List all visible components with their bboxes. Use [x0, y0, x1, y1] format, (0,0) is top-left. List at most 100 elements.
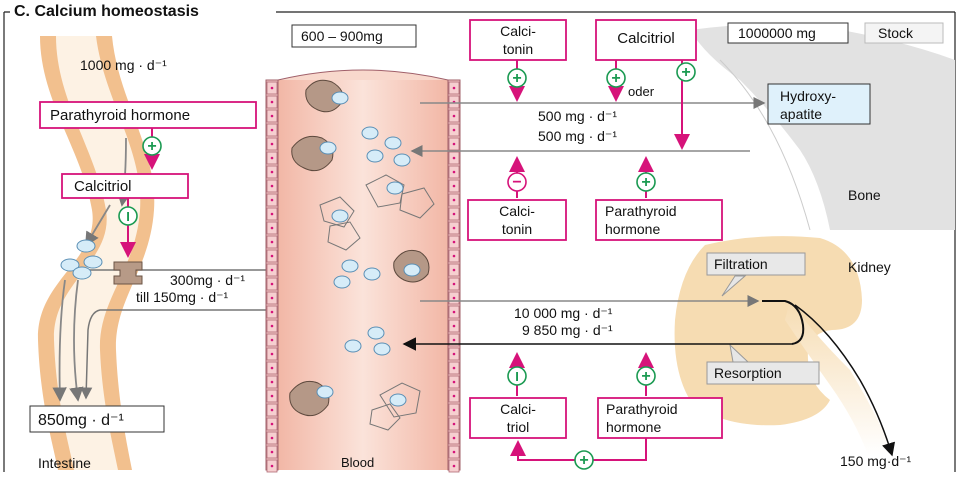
wall-cell-nucleus	[270, 240, 274, 244]
oder-label: oder	[628, 84, 655, 99]
wall-cell-nucleus	[270, 408, 274, 412]
hydroxyapatite-label-2: apatite	[780, 106, 822, 122]
calcitriol-bot-label-1: Calci-	[500, 401, 536, 417]
calcium-ion	[72, 266, 92, 280]
calcitonin-mid-label-2: tonin	[502, 221, 532, 237]
wall-cell-nucleus	[452, 114, 456, 118]
stock-label-box	[864, 22, 944, 44]
bone-contour	[719, 59, 811, 231]
blood-amount-box	[291, 24, 417, 48]
blood-label: Blood	[341, 455, 374, 470]
wall-cell-nucleus	[270, 338, 274, 342]
wall-cell-nucleus	[452, 268, 456, 272]
stimulate-symbol	[636, 172, 656, 192]
stock-amount-box	[727, 22, 849, 44]
wall-cell-nucleus	[452, 156, 456, 160]
wall-cell-nucleus	[452, 338, 456, 342]
stimulate-symbol	[574, 450, 594, 470]
wall-cell-nucleus	[270, 366, 274, 370]
wall-cell-nucleus	[270, 310, 274, 314]
wall-cell-nucleus	[452, 240, 456, 244]
stimulate-symbol	[606, 68, 626, 88]
intestine-lumen	[53, 36, 141, 470]
intake-amount: 1000 mg · d⁻¹	[80, 57, 167, 73]
wall-cell-nucleus	[452, 408, 456, 412]
wall-cell-nucleus	[270, 268, 274, 272]
block-symbol	[118, 206, 138, 226]
wall-cell-nucleus	[452, 282, 456, 286]
wall-cell-nucleus	[452, 450, 456, 454]
wall-cell-nucleus	[270, 212, 274, 216]
stimulate-sign: +	[681, 64, 690, 81]
urine-arrow	[794, 304, 896, 457]
absorption-amount: 300mg · d⁻¹	[170, 272, 245, 288]
wall-cell-nucleus	[452, 212, 456, 216]
pth-bot-box	[597, 397, 723, 439]
pth-mid-box	[595, 199, 723, 241]
wall-cell-nucleus	[452, 296, 456, 300]
resorption-label: Resorption	[714, 365, 782, 381]
calcitonin-mid-label-1: Calci-	[499, 203, 535, 219]
wall-cell-nucleus	[452, 366, 456, 370]
fecal-amount: 850mg · d⁻¹	[38, 412, 124, 429]
calcitriol-top-label: Calcitriol	[617, 30, 675, 47]
pth-mid-label-1: Parathyroid	[605, 203, 677, 219]
wall-cell-nucleus	[270, 198, 274, 202]
wall-cell-nucleus	[270, 380, 274, 384]
wall-cell-nucleus	[270, 436, 274, 440]
wall-cell-nucleus	[452, 380, 456, 384]
stimulate-sign: +	[579, 452, 588, 469]
wall-cell-nucleus	[452, 86, 456, 90]
ureter-shape	[785, 300, 893, 455]
wall-cell-nucleus	[270, 296, 274, 300]
intestine-label: Intestine	[38, 455, 91, 471]
stimulate-symbol	[142, 136, 162, 156]
block-symbol	[507, 366, 527, 386]
wall-cell-nucleus	[270, 156, 274, 160]
wall-cell-nucleus	[270, 394, 274, 398]
stimulate-sign: +	[641, 368, 650, 385]
bone-label: Bone	[848, 187, 881, 203]
inhibit-symbol	[507, 172, 527, 192]
wall-cell-nucleus	[270, 464, 274, 468]
wall-cell-nucleus	[270, 184, 274, 188]
bone-deposit-amount: 500 mg · d⁻¹	[538, 108, 617, 124]
calcitriol-bot-label-2: triol	[507, 419, 530, 435]
bone-shape	[690, 24, 955, 231]
nephron-loop	[762, 300, 805, 345]
wall-cell-nucleus	[452, 310, 456, 314]
wall-cell-nucleus	[452, 436, 456, 440]
wall-cell-nucleus	[452, 142, 456, 146]
resorption-box	[706, 361, 820, 385]
stock-amount: 1000000 mg	[738, 25, 816, 41]
bone-release-amount: 500 mg · d⁻¹	[538, 128, 617, 144]
wall-cell-nucleus	[270, 86, 274, 90]
fecal-amount-box	[29, 405, 165, 433]
parathyroid-hormone-gut-label: Parathyroid hormone	[50, 107, 190, 124]
calcitriol-top-box	[595, 19, 697, 61]
block-sign: I	[126, 209, 130, 224]
wall-cell-nucleus	[270, 450, 274, 454]
stimulate-sign: +	[512, 70, 521, 87]
wall-cell-nucleus	[452, 352, 456, 356]
wall-cell-nucleus	[452, 170, 456, 174]
wall-cell-nucleus	[452, 184, 456, 188]
secretion-arrow	[80, 309, 318, 400]
wall-cell-nucleus	[452, 422, 456, 426]
calcitriol-gut-box	[61, 173, 189, 199]
filtration-pointer	[721, 275, 747, 297]
wall-cell-nucleus	[452, 198, 456, 202]
wall-cell-nucleus	[270, 324, 274, 328]
stimulate-symbol	[507, 68, 527, 88]
calcium-ion	[60, 258, 80, 272]
kidney-label: Kidney	[848, 259, 891, 275]
wall-cell-nucleus	[452, 324, 456, 328]
wall-cell-nucleus	[452, 254, 456, 258]
pth-bot-label-1: Parathyroid	[606, 401, 678, 417]
filtration-label: Filtration	[714, 256, 768, 272]
blood-amount: 600 – 900mg	[301, 28, 383, 44]
secretion-amount: till 150mg · d⁻¹	[136, 289, 229, 305]
urine-amount: 150 mg·d⁻¹	[840, 453, 912, 469]
